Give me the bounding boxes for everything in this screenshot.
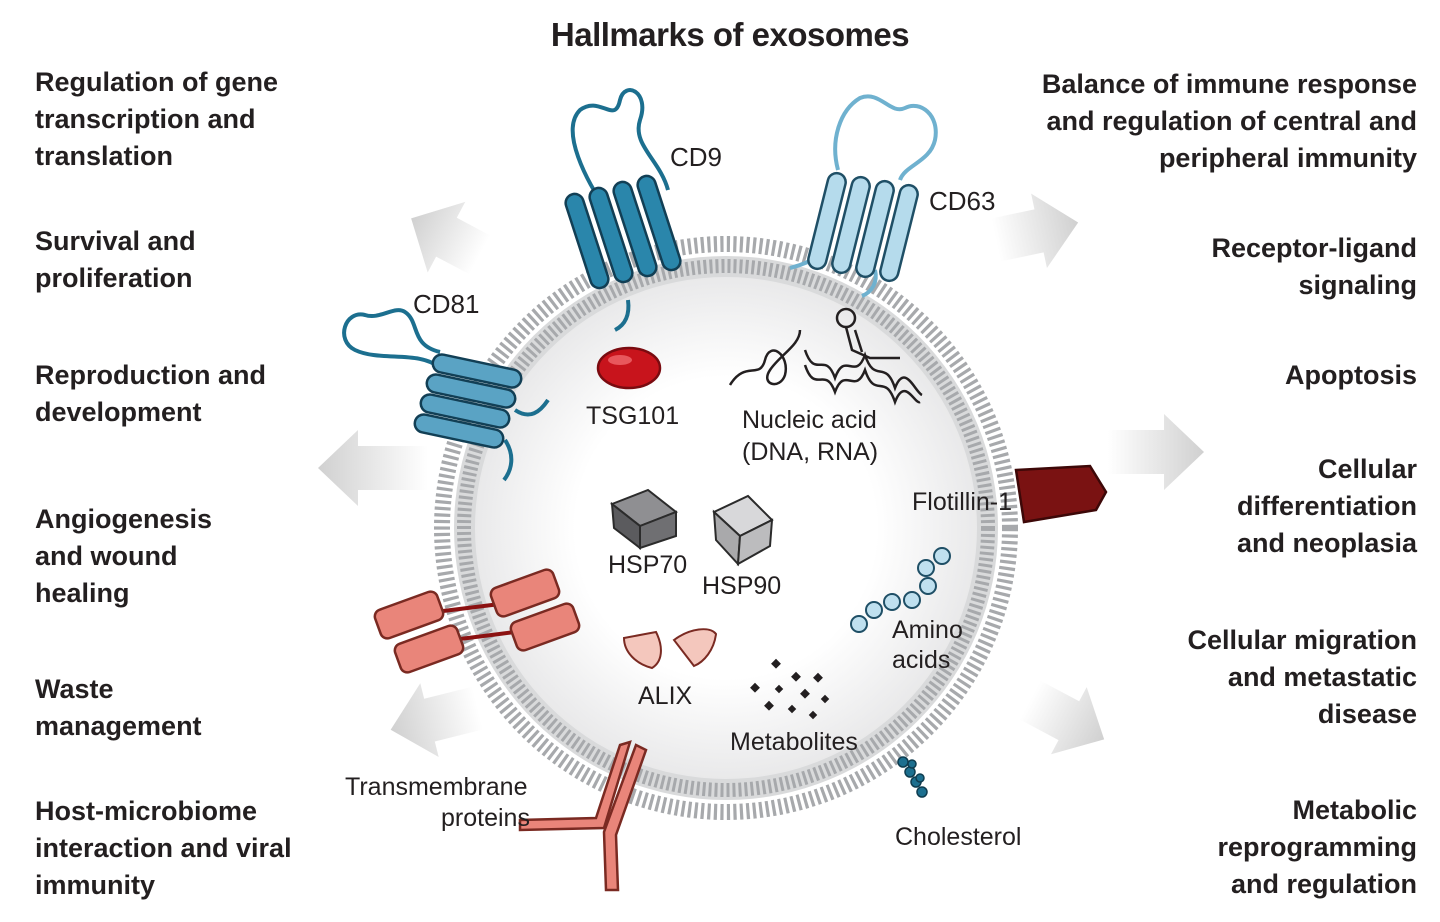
function-metabolic-reprogramming: Metabolic reprogramming and regulation	[1217, 795, 1417, 899]
cholesterol-icon	[897, 756, 928, 798]
hsp70-cube	[610, 488, 678, 551]
membrane-inner-heads	[457, 259, 995, 797]
function-apoptosis: Apoptosis	[1285, 360, 1417, 390]
cd9-protein	[564, 88, 682, 332]
hsp70-label: HSP70	[608, 551, 687, 579]
tsg101-label: TSG101	[586, 402, 679, 430]
transmembrane-receptor	[518, 740, 648, 892]
function-cellular-differentiation: Cellular differentiation and neoplasia	[1236, 454, 1417, 558]
alix-label: ALIX	[638, 682, 693, 710]
transmembrane-dimer	[373, 568, 581, 674]
cd81-protein	[342, 308, 550, 482]
arrow-right	[1108, 414, 1204, 490]
arrow-up-left	[411, 201, 491, 275]
cd63-protein	[789, 94, 938, 298]
cd9-label: CD9	[670, 142, 722, 172]
amino-acids-label-line1: Amino	[892, 616, 963, 644]
cholesterol-label: Cholesterol	[895, 823, 1021, 851]
function-reproduction: Reproduction and development	[35, 360, 266, 427]
amino-acids-label-line2: acids	[892, 646, 950, 674]
metabolites-label: Metabolites	[730, 728, 858, 756]
alix-shape	[622, 628, 718, 670]
cd81-label: CD81	[413, 289, 479, 319]
tsg101-highlight	[608, 355, 632, 365]
page-title: Hallmarks of exosomes	[550, 16, 910, 53]
tsg101-shape	[596, 346, 662, 390]
function-survival: Survival and proliferation	[35, 226, 196, 293]
arrow-up-right	[991, 193, 1079, 269]
transmembrane-label-line1: Transmembrane	[345, 773, 527, 801]
nucleic-acid-label-line1: Nucleic acid	[742, 406, 877, 434]
function-host-microbiome: Host-microbiome interaction and viral im…	[35, 796, 292, 900]
function-angiogenesis: Angiogenesis and wound healing	[35, 504, 213, 608]
arrow-left	[318, 430, 428, 506]
hsp90-cube	[712, 494, 774, 567]
hsp90-label: HSP90	[702, 572, 781, 600]
arrow-down-right	[1019, 680, 1105, 755]
cd63-label: CD63	[929, 186, 995, 216]
function-immune-balance: Balance of immune response and regulatio…	[1041, 69, 1417, 173]
metabolites-icon	[750, 658, 830, 720]
nucleic-acid-label-line2: (DNA, RNA)	[742, 438, 878, 466]
nucleic-acid-icon	[728, 307, 923, 406]
function-cellular-migration: Cellular migration and metastatic diseas…	[1187, 625, 1417, 729]
membrane-outer-heads	[434, 236, 1018, 820]
amino-acid-chain	[850, 547, 951, 633]
flotillin-shape	[1014, 464, 1108, 524]
arrow-down-left	[390, 683, 484, 757]
flotillin-label: Flotillin-1	[912, 488, 1012, 516]
function-gene-regulation: Regulation of gene transcription and tra…	[35, 67, 278, 171]
transmembrane-label-line2: proteins	[441, 804, 530, 832]
function-receptor-ligand: Receptor-ligand signaling	[1211, 233, 1417, 300]
function-waste-management: Waste management	[35, 674, 202, 741]
